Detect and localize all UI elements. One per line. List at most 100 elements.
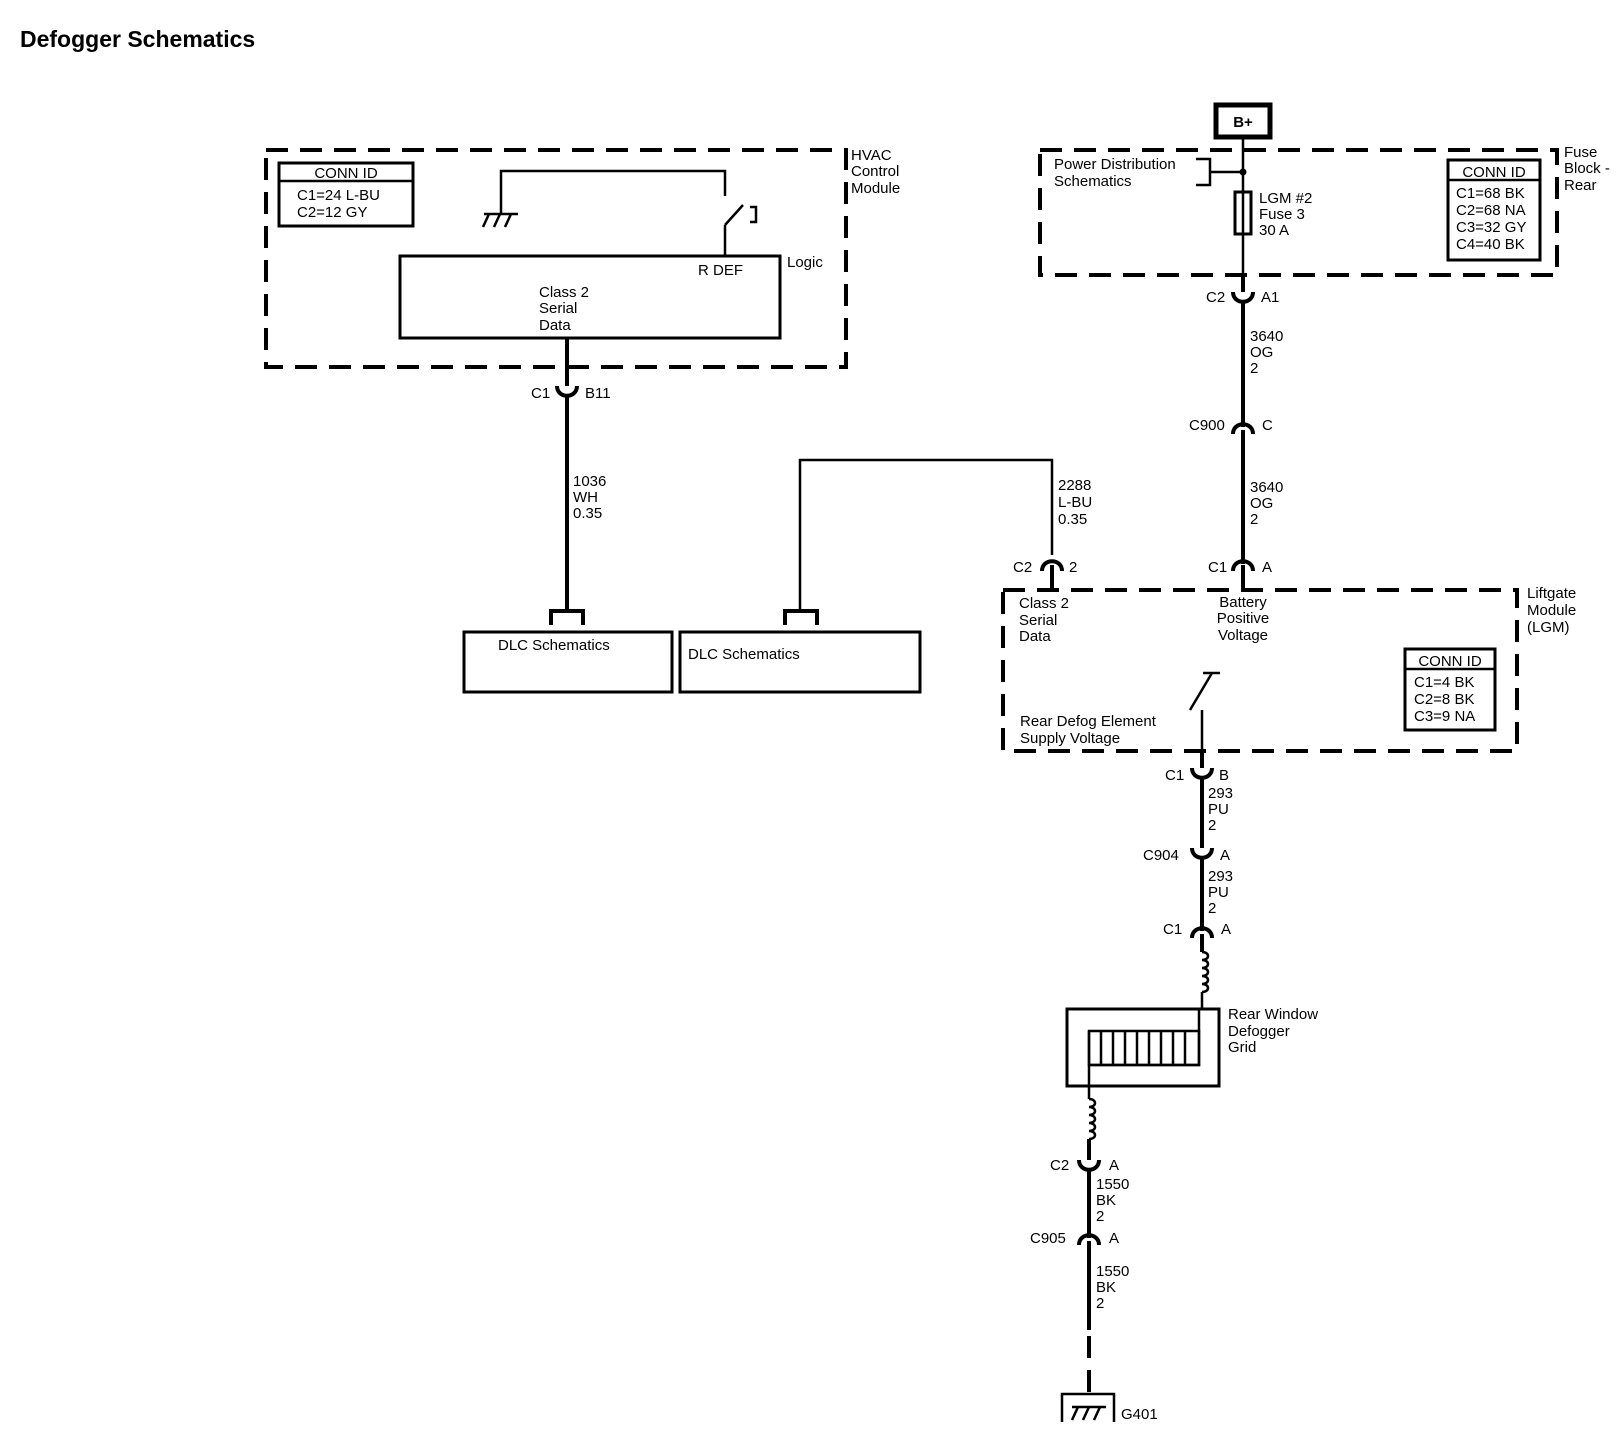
wire-293-b-line2: PU: [1208, 884, 1229, 901]
wire-293-b-line1: 293: [1208, 868, 1233, 885]
grid-in-coil: [1201, 950, 1210, 994]
lgm-conn-header: CONN ID: [1418, 653, 1482, 670]
lgm-serial-line3: Data: [1019, 628, 1051, 645]
bplus-source: B+: [1213, 102, 1273, 140]
lgm-batt-pin-left: C1: [1208, 559, 1227, 576]
wire-1550-a-line1: 1550: [1096, 1176, 1129, 1193]
lgm-conn-c2: C2=8 BK: [1414, 691, 1474, 708]
grid-out-coil: [1088, 1097, 1097, 1141]
wire-1036-line1: 1036: [573, 473, 606, 490]
power-dist-line1: Power Distribution: [1054, 156, 1176, 173]
grid-in-pin-left: C1: [1163, 921, 1182, 938]
wire-3640-a-line3: 2: [1250, 360, 1258, 377]
lgm-c1-connector: [1231, 559, 1255, 572]
lgm-conn-c1: C1=4 BK: [1414, 674, 1474, 691]
bplus-label: B+: [1233, 114, 1253, 131]
fuse-block-conn-c3: C3=32 GY: [1456, 219, 1526, 236]
hvac-ground-switch: [481, 169, 758, 256]
fuse-lgm2: [1233, 190, 1253, 236]
hvac-logic-label: Logic: [787, 254, 823, 271]
wire-293-a-line2: PU: [1208, 801, 1229, 818]
wire-1036-line3: 0.35: [573, 505, 602, 522]
wire-293-b-line3: 2: [1208, 900, 1216, 917]
fuse-block-boundary: [1038, 148, 1559, 277]
fuse-pin-right: A1: [1261, 289, 1279, 306]
lgm-batt-pin-right: A: [1262, 559, 1272, 576]
ground-g401-icon: [1060, 1392, 1116, 1422]
fuse-label-line2: Fuse 3: [1259, 206, 1305, 223]
hvac-module-name-line3: Module: [851, 180, 900, 197]
lgm-name-line2: Module: [1527, 602, 1576, 619]
liftgate-module: Liftgate Module (LGM) Class 2 Serial Dat…: [1001, 585, 1576, 753]
c905-connector: [1077, 1233, 1101, 1246]
c904-right: A: [1220, 847, 1230, 864]
wire-1550-a-line3: 2: [1096, 1208, 1104, 1225]
fuse-block-conn-header: CONN ID: [1462, 164, 1526, 181]
fuse-block-name-line2: Block -: [1564, 160, 1610, 177]
rear-window-defogger-grid: [1065, 1007, 1221, 1099]
grid-out-pin-left: C2: [1050, 1157, 1069, 1174]
lgm-name-line1: Liftgate: [1527, 585, 1576, 602]
wire-1550-a-line2: BK: [1096, 1192, 1116, 1209]
wire-3640-a-line1: 3640: [1250, 328, 1283, 345]
c900-right: C: [1262, 417, 1273, 434]
lgm-out-pin-right: B: [1219, 767, 1229, 784]
lgm-serial-line2: Serial: [1019, 612, 1057, 629]
hvac-pin-left: C1: [531, 385, 550, 402]
wire-1550-b-line3: 2: [1096, 1295, 1104, 1312]
hvac-conn-id-box: CONN ID C1=24 L-BU C2=12 GY: [277, 161, 415, 228]
lgm-serial-pin-right: 2: [1069, 559, 1077, 576]
hvac-serial-label-line3: Data: [539, 317, 571, 334]
dlc-left-box: DLC Schematics: [462, 609, 674, 694]
lgm-serial-line1: Class 2: [1019, 595, 1069, 612]
fuse-block-rear: Fuse Block - Rear Power Distribution Sch…: [1038, 144, 1610, 277]
ground-label: G401: [1121, 1406, 1158, 1423]
fuse-block-conn-id-box: CONN ID C1=68 BK C2=68 NA C3=32 GY C4=40…: [1446, 158, 1542, 262]
wire-2288-line2: L-BU: [1058, 494, 1092, 511]
wire-2288-line3: 0.35: [1058, 511, 1087, 528]
hvac-conn-id-header: CONN ID: [314, 165, 378, 182]
lgm-name-line3: (LGM): [1527, 619, 1570, 636]
wire-1550-b-line1: 1550: [1096, 1263, 1129, 1280]
wire-3640-b-line2: OG: [1250, 495, 1273, 512]
splice-dot: [1239, 168, 1247, 176]
fuse-block-name-line1: Fuse: [1564, 144, 1597, 161]
power-dist-line2: Schematics: [1054, 173, 1132, 190]
grid-out-pin-right: A: [1109, 1157, 1119, 1174]
lgm-battery-line2: Positive: [1217, 610, 1270, 627]
grid-label-line2: Defogger: [1228, 1023, 1290, 1040]
c905-left: C905: [1030, 1230, 1066, 1247]
wire-2288-line1: 2288: [1058, 477, 1091, 494]
lgm-conn-id-box: CONN ID C1=4 BK C2=8 BK C3=9 NA: [1403, 647, 1497, 732]
wire-2288: [798, 458, 1054, 611]
grid-label-line3: Grid: [1228, 1039, 1256, 1056]
lgm-defog-switch: [1188, 671, 1220, 751]
hvac-module-name-line2: Control: [851, 163, 899, 180]
c904-left: C904: [1143, 847, 1179, 864]
fuse-pin-left: C2: [1206, 289, 1225, 306]
hvac-module-boundary: [264, 148, 848, 369]
lgm-battery-line1: Battery: [1219, 594, 1267, 611]
dlc-right-label: DLC Schematics: [688, 646, 800, 663]
lgm-serial-pin-left: C2: [1013, 559, 1032, 576]
fuse-block-conn-c4: C4=40 BK: [1456, 236, 1525, 253]
wire-293-a-line3: 2: [1208, 817, 1216, 834]
wire-1550-b-line2: BK: [1096, 1279, 1116, 1296]
hvac-module-name-line1: HVAC: [851, 147, 892, 164]
fuse-block-conn-c1: C1=68 BK: [1456, 185, 1525, 202]
hvac-pin-right: B11: [585, 385, 611, 402]
hvac-serial-label-line1: Class 2: [539, 284, 589, 301]
wire-293-a-line1: 293: [1208, 785, 1233, 802]
c900-connector: [1231, 422, 1255, 435]
fuse-label-line3: 30 A: [1259, 222, 1289, 239]
lgm-out-pin-left: C1: [1165, 767, 1184, 784]
wire-1036-line2: WH: [573, 489, 598, 506]
lgm-boundary: [1001, 588, 1519, 753]
fuse-block-name-line3: Rear: [1564, 177, 1597, 194]
wire-3640-b-line1: 3640: [1250, 479, 1283, 496]
c900-left: C900: [1189, 417, 1225, 434]
lgm-conn-c3: C3=9 NA: [1414, 708, 1475, 725]
page-title: Defogger Schematics: [20, 26, 256, 52]
hvac-conn-c2: C2=12 GY: [297, 204, 367, 221]
